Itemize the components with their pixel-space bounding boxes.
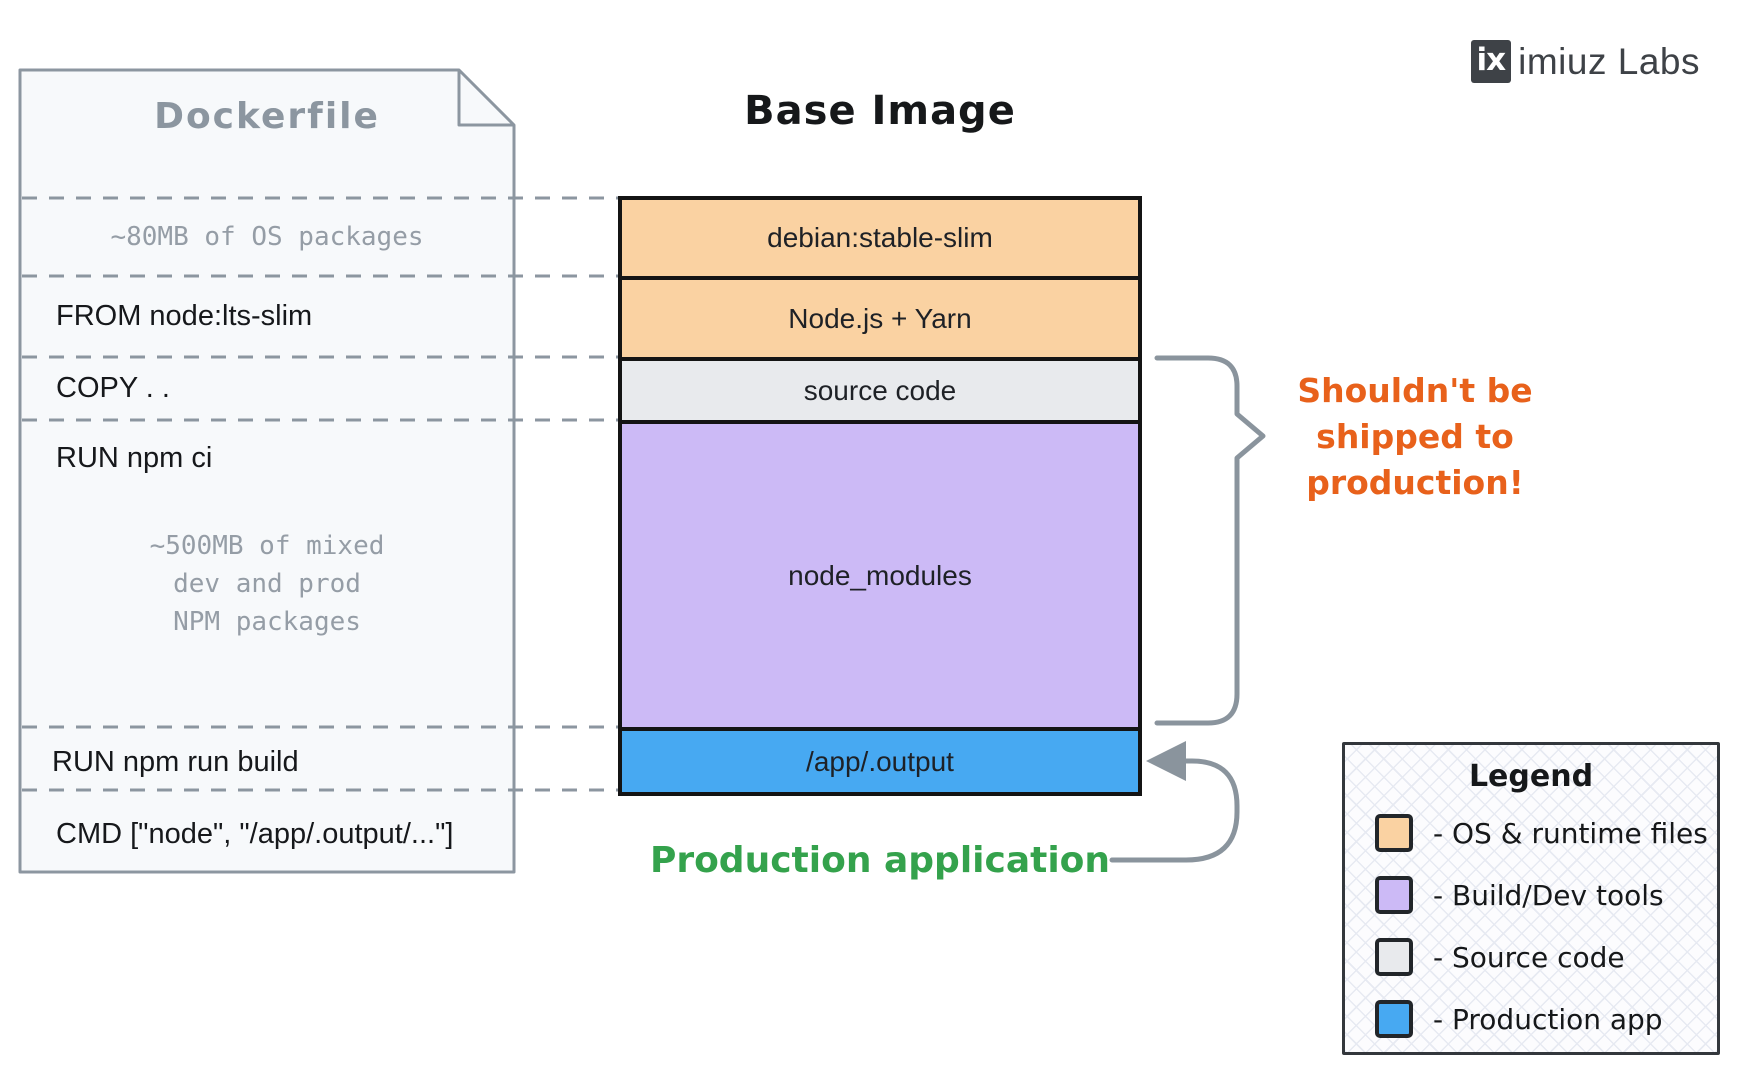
dockerfile-instruction-run-build: RUN npm run build <box>52 746 299 778</box>
layer-source-code: source code <box>618 357 1142 424</box>
legend-swatch-os-runtime <box>1375 814 1413 852</box>
folded-corner <box>457 70 514 127</box>
annotation-line: shipped to <box>1316 417 1514 456</box>
dockerfile-note-os: ~80MB of OS packages <box>110 222 424 252</box>
legend-swatch-source-code <box>1375 938 1413 976</box>
legend-label: - Source code <box>1433 940 1625 974</box>
annotation-production-application: Production application <box>649 840 1111 881</box>
legend-label: - OS & runtime files <box>1433 816 1708 850</box>
layer-app-output: /app/.output <box>618 727 1142 796</box>
image-layer-stack: debian:stable-slim Node.js + Yarn source… <box>618 196 1142 796</box>
dockerfile-instruction-from: FROM node:lts-slim <box>56 300 313 332</box>
dockerfile-instruction-copy: COPY . . <box>56 372 170 404</box>
legend-swatch-build-dev <box>1375 876 1413 914</box>
legend-item-production-app: - Production app <box>1375 996 1717 1042</box>
legend-label: - Production app <box>1433 1002 1663 1036</box>
arrowhead-left-icon <box>1146 741 1186 781</box>
curly-brace <box>1154 355 1266 726</box>
layer-debian-stable-slim: debian:stable-slim <box>618 196 1142 280</box>
layer-nodejs-yarn: Node.js + Yarn <box>618 276 1142 361</box>
logo-name: imiuz Labs <box>1518 40 1700 82</box>
annotation-line: production! <box>1306 463 1524 502</box>
annotation-line: Shouldn't be <box>1297 371 1533 410</box>
legend-swatch-production-app <box>1375 1000 1413 1038</box>
legend-item-build-dev: - Build/Dev tools <box>1375 872 1717 918</box>
brand-logo: ix imiuz Labs <box>1470 40 1700 83</box>
production-arrow-connector <box>1109 758 1240 863</box>
layer-node-modules: node_modules <box>618 420 1142 731</box>
dockerfile-title: Dockerfile <box>154 96 380 137</box>
legend-title: Legend <box>1468 759 1594 794</box>
legend-box: Legend - OS & runtime files - Build/Dev … <box>1342 742 1720 1055</box>
legend-item-os-runtime: - OS & runtime files <box>1375 810 1717 856</box>
base-image-title: Base Image <box>744 88 1016 134</box>
annotation-should-not-ship: Shouldn't be shipped to production! <box>1260 368 1570 506</box>
legend-item-source-code: - Source code <box>1375 934 1717 980</box>
logo-badge: ix <box>1470 40 1512 83</box>
dockerfile-document-shape <box>18 68 516 874</box>
dockerfile-note-npm: ~500MB of mixed dev and prod NPM package… <box>20 527 514 641</box>
dockerfile-note-npm-line: dev and prod <box>173 569 361 599</box>
dockerfile-instruction-cmd: CMD ["node", "/app/.output/..."] <box>56 818 454 850</box>
layer-guide-dashed-lines <box>22 196 620 792</box>
dockerfile-note-npm-line: NPM packages <box>173 607 361 637</box>
dockerfile-instruction-run-ci: RUN npm ci <box>56 442 213 474</box>
legend-label: - Build/Dev tools <box>1433 878 1664 912</box>
dockerfile-note-npm-line: ~500MB of mixed <box>149 531 385 561</box>
